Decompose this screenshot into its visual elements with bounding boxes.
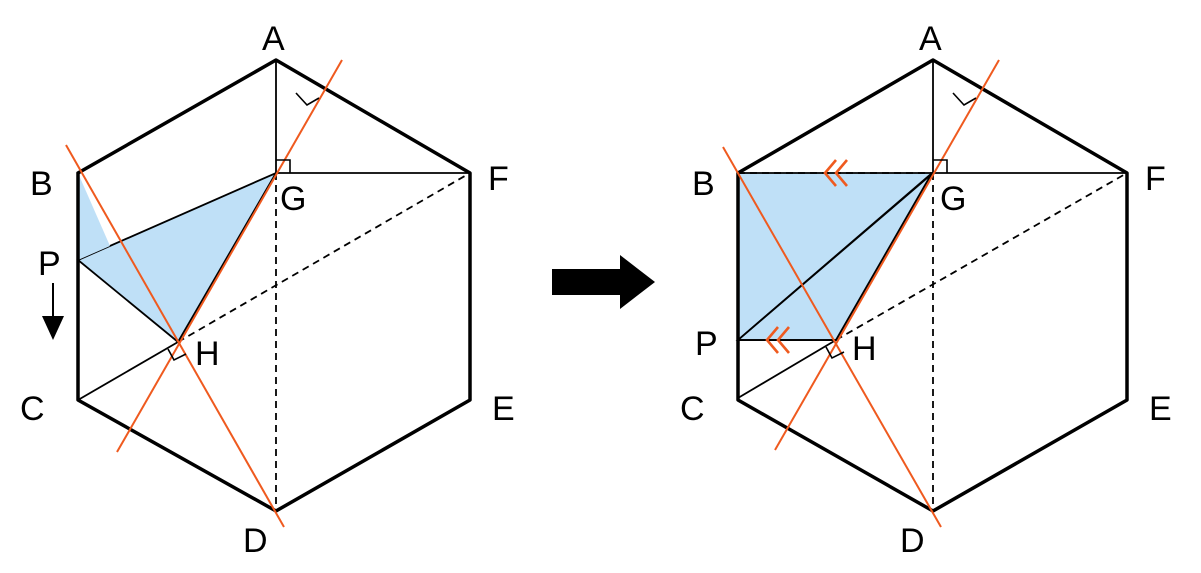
right-orange-line-2 — [774, 59, 1000, 451]
left-orange-line-2 — [116, 59, 343, 453]
right-label-A: A — [919, 20, 942, 58]
right-right-angle-G — [933, 159, 948, 173]
left-label-C: C — [20, 390, 45, 428]
left-label-F: F — [488, 160, 509, 198]
left-right-angle-H — [167, 348, 187, 362]
right-label-H: H — [852, 330, 877, 368]
left-orange-line-1 — [65, 144, 285, 528]
left-right-angle-G — [276, 159, 291, 173]
right-arrow-icon — [552, 255, 655, 309]
right-orange-line-1 — [722, 146, 942, 528]
left-label-H: H — [195, 335, 220, 373]
right-label-F: F — [1145, 160, 1166, 198]
right-label-C: C — [680, 390, 705, 428]
right-label-B: B — [692, 165, 715, 203]
right-dashed-HF — [835, 172, 1128, 341]
left-dashed-HF — [177, 172, 471, 343]
left-figure: A B P C D E F G H — [20, 20, 515, 560]
left-shaded-triangle — [76, 171, 279, 344]
right-right-angle-H — [825, 346, 845, 360]
left-label-P: P — [38, 245, 61, 283]
left-right-angle-AF — [295, 92, 320, 107]
right-label-G: G — [940, 180, 966, 218]
left-label-G: G — [280, 180, 306, 218]
left-segment-HC — [77, 341, 179, 401]
right-label-P: P — [695, 325, 718, 363]
right-label-D: D — [900, 522, 925, 560]
right-segment-HC — [737, 339, 837, 399]
down-arrow-icon — [42, 283, 64, 340]
left-shaded-sliver — [78, 173, 110, 260]
left-label-D: D — [243, 522, 268, 560]
parallel-mark-PH — [765, 326, 790, 354]
left-label-E: E — [492, 390, 515, 428]
right-label-E: E — [1149, 390, 1172, 428]
left-label-A: A — [262, 20, 285, 58]
right-right-angle-AF — [952, 92, 977, 107]
right-segment-PG — [737, 172, 934, 341]
parallel-mark-BG — [823, 159, 848, 187]
right-figure: A B P C D E F G H — [680, 20, 1172, 560]
left-label-B: B — [30, 165, 53, 203]
